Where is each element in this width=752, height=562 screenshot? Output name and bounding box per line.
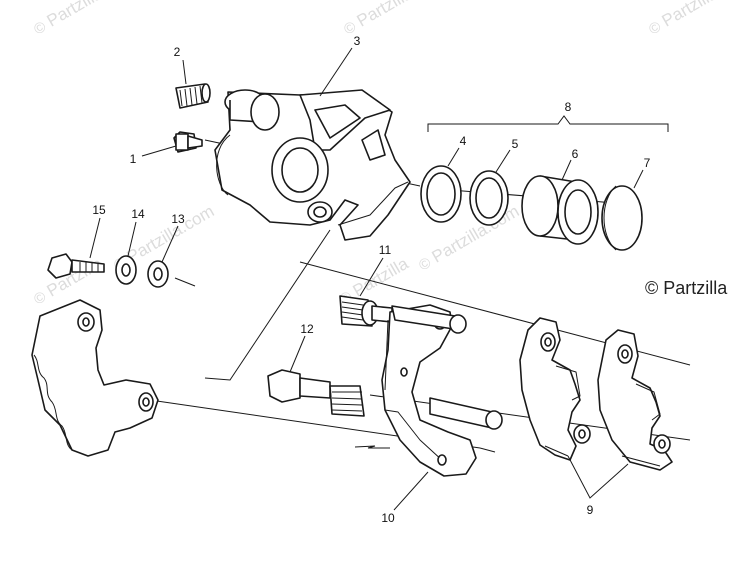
part-fork-mount (31, 299, 159, 457)
part-slide-pin (267, 369, 365, 417)
callout-3: 3 (353, 34, 361, 48)
callout-1: 1 (129, 152, 137, 166)
part-lock-washer (115, 255, 137, 285)
group-bracket-8 (427, 115, 669, 132)
leader-15 (89, 217, 101, 259)
callout-12: 12 (300, 322, 314, 336)
callout-10: 10 (381, 511, 395, 525)
part-caliper-bracket (381, 304, 503, 477)
leader-14 (127, 221, 137, 257)
callout-14: 14 (131, 207, 145, 221)
callout-13: 13 (171, 212, 185, 226)
leader-10 (393, 471, 429, 511)
callout-7: 7 (643, 156, 651, 170)
leader-5 (495, 149, 511, 173)
part-brake-pad-outer (597, 329, 673, 471)
leader-4 (447, 147, 460, 167)
axis-line-bolt (174, 277, 196, 287)
part-brake-pad-inner (519, 317, 591, 461)
axis-line-lower-jog (354, 445, 390, 449)
leader-9 (567, 455, 629, 499)
part-washer (147, 260, 169, 288)
axis-line-lower-ext (479, 447, 496, 453)
leader-1 (141, 145, 177, 157)
part-mounting-bolt (47, 253, 105, 279)
part-caliper-body (214, 89, 411, 241)
part-piston (521, 175, 599, 245)
leader-3 (319, 47, 353, 97)
callout-4: 4 (459, 134, 467, 148)
part-piston-cap (601, 185, 643, 251)
part-bleed-valve (173, 131, 203, 153)
axis-line-caliper-bracket (204, 229, 331, 381)
leader-11 (359, 257, 384, 297)
callout-8: 8 (564, 100, 572, 114)
leader-12 (289, 335, 306, 373)
partzilla-credit: © Partzilla (645, 278, 728, 298)
leader-6 (561, 159, 572, 181)
leader-13 (161, 225, 179, 263)
part-piston-seal (420, 165, 462, 223)
callout-6: 6 (571, 147, 579, 161)
leader-2 (182, 59, 187, 85)
callout-2: 2 (173, 45, 181, 59)
callout-15: 15 (92, 203, 106, 217)
part-dust-seal (469, 170, 509, 226)
leader-7 (633, 169, 644, 189)
part-pin-spring-upper (339, 295, 393, 327)
callout-5: 5 (511, 137, 519, 151)
callout-11: 11 (378, 243, 392, 257)
part-bleeder-cap (175, 83, 211, 109)
callout-9: 9 (586, 503, 594, 517)
